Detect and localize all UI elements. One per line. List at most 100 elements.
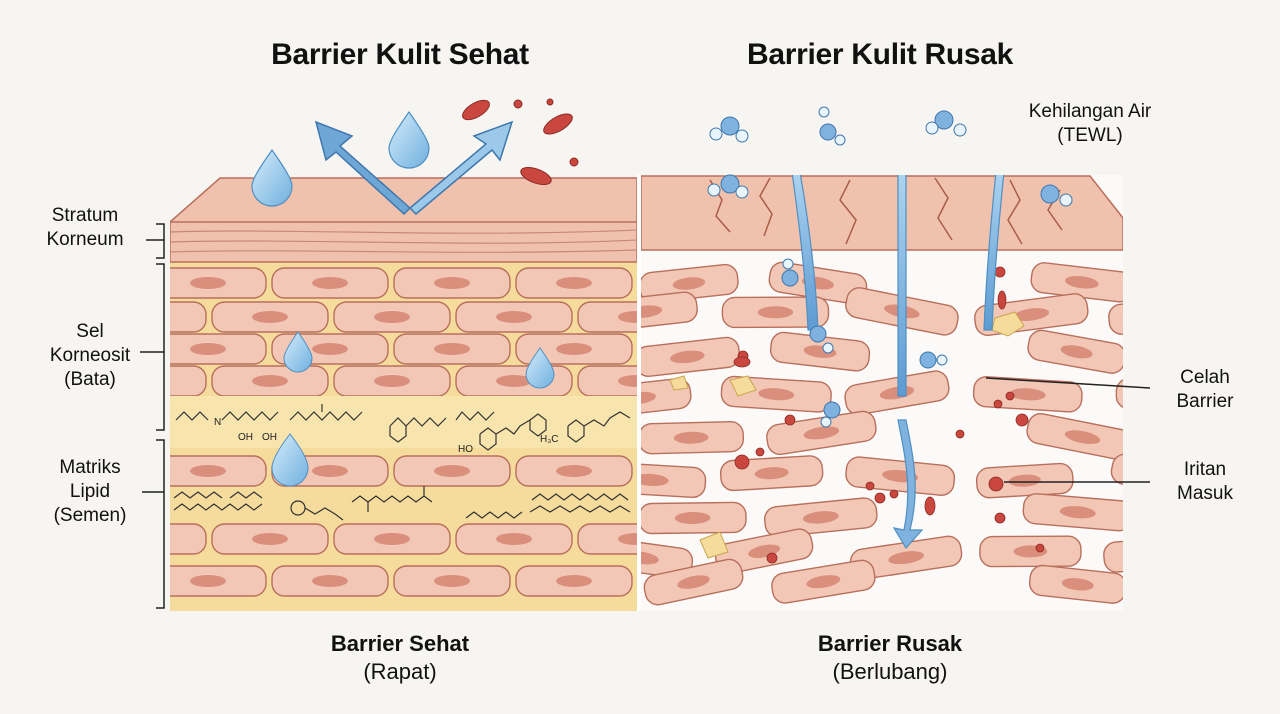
corneocyte-cell <box>577 523 637 555</box>
water-molecule-icon <box>1040 184 1073 207</box>
label-kehilangan-air: Kehilangan Air (TEWL) <box>990 100 1190 148</box>
corneocyte-cell <box>211 301 329 333</box>
corneocyte-cell <box>515 267 633 299</box>
corneocyte-cell <box>333 523 451 555</box>
corneocyte-cell <box>979 535 1082 568</box>
label-matriks-line3: (Semen) <box>53 505 127 526</box>
label-stratum-korneum: Stratum Korneum <box>46 205 124 250</box>
caption-damaged: Barrier Rusak (Berlubang) <box>740 630 1040 686</box>
corneocyte-cell <box>771 559 876 604</box>
blocked-arrow-icon <box>314 120 514 216</box>
water-molecule-icon <box>818 106 846 146</box>
corneocyte-cell <box>455 365 573 397</box>
corneocyte-cell <box>577 301 637 333</box>
label-iritan-masuk: Iritan Masuk <box>1150 458 1260 506</box>
corneocyte-cell <box>641 336 741 377</box>
corneocyte-cell <box>170 365 207 397</box>
corneocyte-cell <box>393 267 511 299</box>
water-molecules <box>707 106 1073 428</box>
water-molecule-icon <box>781 258 799 287</box>
corneocyte-cell <box>1028 564 1123 604</box>
water-molecule-icon <box>919 351 948 369</box>
caption-damaged-sub: (Berlubang) <box>832 659 948 684</box>
lipid-label-n: N <box>214 417 221 428</box>
lipid-label-ho: HO <box>458 444 473 455</box>
bacteria-icon <box>543 113 573 135</box>
healthy-corneocyte-cells <box>170 267 637 597</box>
corneocyte-cell <box>1026 413 1123 462</box>
lipid-label-oh-2: OH <box>262 432 277 443</box>
label-celah-line2: Barrier <box>1176 391 1234 412</box>
corneocyte-cell <box>211 523 329 555</box>
corneocyte-cell <box>641 501 747 535</box>
caption-healthy: Barrier Sehat (Rapat) <box>250 630 550 686</box>
caption-healthy-sub: (Rapat) <box>363 659 437 684</box>
corneocyte-cell <box>641 461 707 499</box>
caption-damaged-main: Barrier Rusak <box>817 631 963 656</box>
corneocyte-cell <box>271 565 389 597</box>
corneocyte-cell <box>641 421 745 455</box>
corneocyte-cell <box>211 365 329 397</box>
label-celah-line1: Celah <box>1180 367 1230 388</box>
water-molecule-icon <box>820 401 841 428</box>
water-loss-arrows <box>791 175 1005 550</box>
label-sel-line1: Sel <box>76 321 104 342</box>
corneocyte-cell <box>170 523 207 555</box>
water-molecule-icon <box>809 325 834 354</box>
water-molecule-icon <box>707 174 749 199</box>
label-water-line2: (TEWL) <box>1057 125 1123 146</box>
water-molecule-icon <box>925 110 967 137</box>
corneocyte-cell <box>170 565 267 597</box>
corneocyte-cell <box>271 267 389 299</box>
corneocyte-cell <box>764 497 878 538</box>
corneocyte-cell <box>1027 329 1123 374</box>
label-iritan-line1: Iritan <box>1183 459 1227 480</box>
corneocyte-cell <box>641 537 694 579</box>
label-sel-line2: Korneosit <box>49 345 131 366</box>
healthy-skin-section <box>170 177 637 611</box>
corneocyte-cell <box>721 296 830 329</box>
lipid-label-h3c: H₃C <box>540 434 559 445</box>
lipid-remnants <box>669 311 1025 559</box>
lipid-molecules <box>173 404 631 521</box>
corneocyte-cell <box>641 291 698 332</box>
title-damaged-barrier: Barrier Kulit Rusak <box>746 38 1014 71</box>
irritants-group <box>733 266 1045 564</box>
label-brackets <box>140 223 1151 609</box>
water-droplets-left <box>251 110 555 487</box>
stratum-corneum-slab <box>170 177 637 263</box>
corneocyte-cell <box>170 267 267 299</box>
bacteria-icon <box>520 166 552 186</box>
corneocyte-cell <box>1103 534 1123 573</box>
water-droplet-icon <box>525 347 555 389</box>
corneocyte-cell <box>1110 453 1123 500</box>
corneocyte-cell <box>515 565 633 597</box>
corneocyte-cell <box>641 263 739 304</box>
water-droplet-icon <box>251 148 293 207</box>
title-healthy-barrier: Barrier Kulit Sehat <box>271 38 529 71</box>
arrow-down-icon <box>892 419 924 550</box>
corneocyte-cell <box>455 301 573 333</box>
label-matriks-lipid: Matriks Lipid (Semen) <box>20 456 160 528</box>
corneocyte-cell <box>972 376 1083 413</box>
lipid-band <box>170 396 637 448</box>
label-iritan-line2: Masuk <box>1177 483 1233 504</box>
corneocyte-cell <box>393 565 511 597</box>
lipid-label-oh-1: OH <box>238 432 253 443</box>
corneocyte-cell <box>1108 295 1123 335</box>
arrow-up-icon <box>897 175 907 397</box>
corneocyte-cell <box>393 333 511 365</box>
corneocyte-cell <box>170 301 207 333</box>
corneocyte-cell <box>333 365 451 397</box>
corneocyte-cell <box>1115 377 1123 410</box>
corneocyte-cell <box>641 378 692 419</box>
water-droplet-icon <box>388 110 430 169</box>
corneocyte-cell <box>455 523 573 555</box>
arrow-up-icon <box>791 175 819 331</box>
corneocyte-cell <box>393 455 511 487</box>
caption-healthy-main: Barrier Sehat <box>330 631 470 656</box>
damaged-skin-section <box>641 175 1123 611</box>
corneocyte-cell <box>643 558 744 606</box>
water-droplet-icon <box>271 433 309 487</box>
